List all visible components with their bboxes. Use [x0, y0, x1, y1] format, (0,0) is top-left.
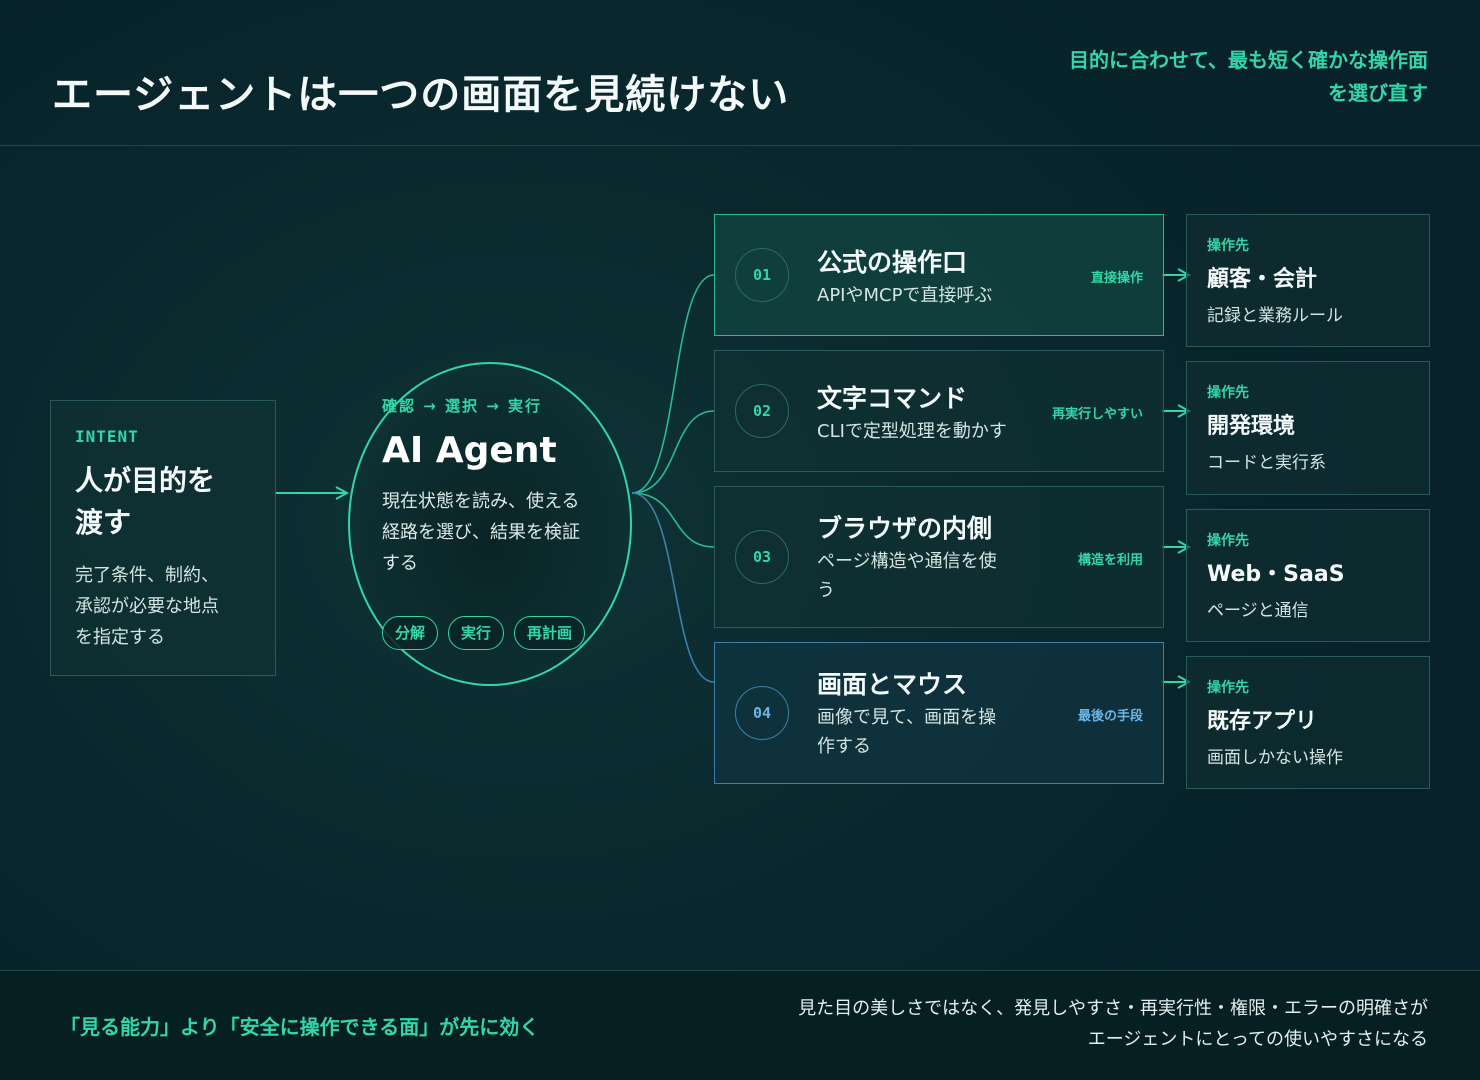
- agent-steps: 確認 → 選択 → 実行: [382, 397, 543, 415]
- agent-description: 現在状態を読み、使える経路を選び、結果を検証する: [382, 491, 580, 574]
- path-description: CLIで定型処理を動かす: [817, 421, 1007, 442]
- path-tag: 再実行しやすい: [1052, 407, 1143, 422]
- path-number: 01: [735, 248, 789, 302]
- target-label: 操作先: [1207, 238, 1249, 254]
- target-description: ページと通信: [1207, 601, 1309, 621]
- tagline-line-1: 目的に合わせて、最も短く確かな操作面: [1069, 48, 1428, 72]
- path-tag: 最後の手段: [1077, 709, 1143, 724]
- path-title: 文字コマンド: [817, 384, 968, 413]
- target-description: コードと実行系: [1207, 453, 1326, 473]
- target-title: 開発環境: [1207, 414, 1296, 439]
- pill-decompose: 分解: [382, 616, 439, 650]
- tagline: 目的に合わせて、最も短く確かな操作面 を選び直す: [908, 44, 1428, 110]
- target-card-04: 操作先 既存アプリ 画面しかない操作: [1186, 656, 1430, 789]
- path-tag: 直接操作: [1090, 271, 1143, 286]
- intent-desc-line-2: 承認が必要な地点: [75, 596, 219, 617]
- tagline-line-2: を選び直す: [1328, 81, 1428, 105]
- target-title: Web・SaaS: [1207, 562, 1345, 587]
- path-number: 04: [735, 686, 789, 740]
- path-title: 公式の操作口: [817, 248, 968, 277]
- target-label: 操作先: [1207, 680, 1249, 696]
- path-title: ブラウザの内側: [817, 514, 993, 543]
- page-title: エージェントは一つの画面を見続けない: [52, 72, 790, 118]
- agent-to-path-04-line: [631, 492, 715, 683]
- footer-note-line-1: 見た目の美しさではなく、発見しやすさ・再実行性・権限・エラーの明確さが: [798, 998, 1428, 1019]
- path-description: 画像で見て、画面を操作する: [817, 707, 997, 757]
- target-label: 操作先: [1207, 385, 1249, 401]
- agent-to-path-02-line: [631, 410, 715, 494]
- footer-note: 見た目の美しさではなく、発見しやすさ・再実行性・権限・エラーの明確さが エージェ…: [668, 993, 1428, 1055]
- target-card-02: 操作先 開発環境 コードと実行系: [1186, 361, 1430, 495]
- path-title: 画面とマウス: [817, 670, 968, 699]
- target-title: 既存アプリ: [1207, 709, 1318, 734]
- pill-replan: 再計画: [514, 616, 586, 650]
- path-number: 02: [735, 384, 789, 438]
- pill-execute: 実行: [448, 616, 505, 650]
- intent-title-line-2: 渡す: [75, 506, 132, 539]
- agent-to-path-01-line: [631, 274, 715, 494]
- intent-desc-line-1: 完了条件、制約、: [75, 565, 219, 586]
- intent-title: 人が目的を 渡す: [75, 460, 251, 544]
- path-card-03: 03 ブラウザの内側 ページ構造や通信を使う 構造を利用: [714, 486, 1164, 628]
- intent-desc-line-3: を指定する: [75, 627, 165, 648]
- target-description: 記録と業務ルール: [1207, 306, 1343, 326]
- intent-tag: INTENT: [75, 427, 139, 446]
- path-number: 03: [735, 530, 789, 584]
- target-card-01: 操作先 顧客・会計 記録と業務ルール: [1186, 214, 1430, 347]
- footer-headline: 「見る能力」より「安全に操作できる面」が先に効く: [60, 1015, 540, 1039]
- target-description: 画面しかない操作: [1207, 748, 1343, 768]
- target-label: 操作先: [1207, 533, 1249, 549]
- path-card-04: 04 画面とマウス 画像で見て、画面を操作する 最後の手段: [714, 642, 1164, 784]
- path-description: APIやMCPで直接呼ぶ: [817, 285, 993, 306]
- target-title: 顧客・会計: [1207, 267, 1318, 292]
- target-card-03: 操作先 Web・SaaS ページと通信: [1186, 509, 1430, 642]
- path-tag: 構造を利用: [1077, 553, 1143, 568]
- path-description: ページ構造や通信を使う: [817, 551, 997, 601]
- intent-description: 完了条件、制約、 承認が必要な地点 を指定する: [75, 560, 251, 653]
- footer-note-line-2: エージェントにとっての使いやすさになる: [1087, 1029, 1428, 1050]
- intent-card: INTENT 人が目的を 渡す 完了条件、制約、 承認が必要な地点 を指定する: [50, 400, 276, 676]
- agent-title: AI Agent: [382, 430, 557, 471]
- header: エージェントは一つの画面を見続けない 目的に合わせて、最も短く確かな操作面 を選…: [0, 0, 1480, 146]
- footer: 「見る能力」より「安全に操作できる面」が先に効く 見た目の美しさではなく、発見し…: [0, 970, 1480, 1080]
- path-card-01: 01 公式の操作口 APIやMCPで直接呼ぶ 直接操作: [714, 214, 1164, 336]
- agent-to-path-03-line: [631, 492, 715, 548]
- agent-pills: 分解 実行 再計画: [382, 616, 586, 650]
- path-card-02: 02 文字コマンド CLIで定型処理を動かす 再実行しやすい: [714, 350, 1164, 472]
- intent-title-line-1: 人が目的を: [75, 464, 216, 497]
